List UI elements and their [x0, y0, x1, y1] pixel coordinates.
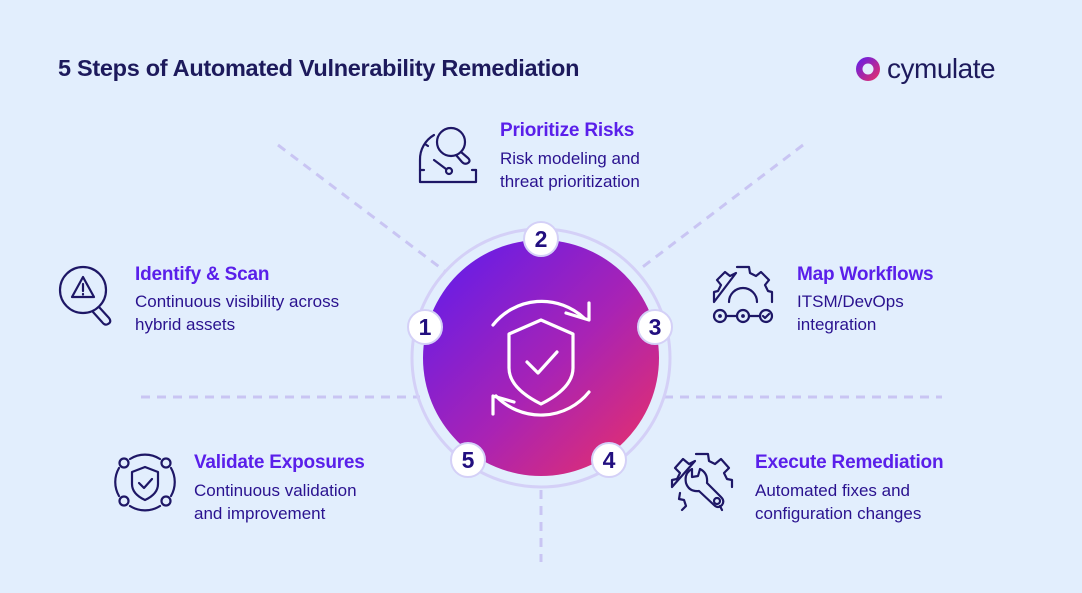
step-description-line2: hybrid assets — [135, 315, 236, 334]
step-2-number-badge: 2 — [523, 221, 559, 257]
gear-wrench-icon — [670, 452, 734, 512]
step-title: Prioritize Risks — [500, 120, 635, 141]
connector-top-left — [277, 143, 447, 274]
cymulate-logo-icon — [856, 57, 880, 81]
shield-network-icon — [114, 453, 176, 512]
step-description-line2: and improvement — [194, 504, 326, 523]
step-description-line1: Automated fixes and — [755, 481, 910, 500]
gear-workflow-icon — [712, 265, 774, 324]
gauge-search-icon — [418, 126, 478, 184]
step-description-line1: Continuous validation — [194, 481, 357, 500]
shield-check-refresh-icon — [491, 299, 591, 417]
cymulate-logo: cymulate — [855, 53, 996, 85]
step-title: Identify & Scan — [135, 264, 270, 285]
step-description-line1: ITSM/DevOps — [797, 292, 904, 311]
step-3-number-badge: 3 — [637, 309, 673, 345]
logo-text: cymulate — [887, 53, 996, 84]
page-title: 5 Steps of Automated Vulnerability Remed… — [58, 55, 580, 81]
step-title: Validate Exposures — [194, 452, 365, 473]
step-description-line2: threat prioritization — [500, 172, 640, 191]
step-description-line1: Continuous visibility across — [135, 292, 340, 311]
step-description-line1: Risk modeling and — [500, 149, 640, 168]
step-description-line2: integration — [797, 315, 877, 334]
magnifier-warning-icon — [58, 265, 112, 326]
step-title: Execute Remediation — [755, 452, 944, 473]
center-gradient-circle — [423, 240, 659, 476]
step-4-number-badge: 4 — [591, 442, 627, 478]
step-1-number-badge: 1 — [407, 309, 443, 345]
dashed-connectors — [141, 143, 942, 562]
connector-top-right — [635, 143, 804, 274]
step-title: Map Workflows — [797, 264, 934, 285]
step-description-line2: configuration changes — [755, 504, 922, 523]
step-5-number-badge: 5 — [450, 442, 486, 478]
